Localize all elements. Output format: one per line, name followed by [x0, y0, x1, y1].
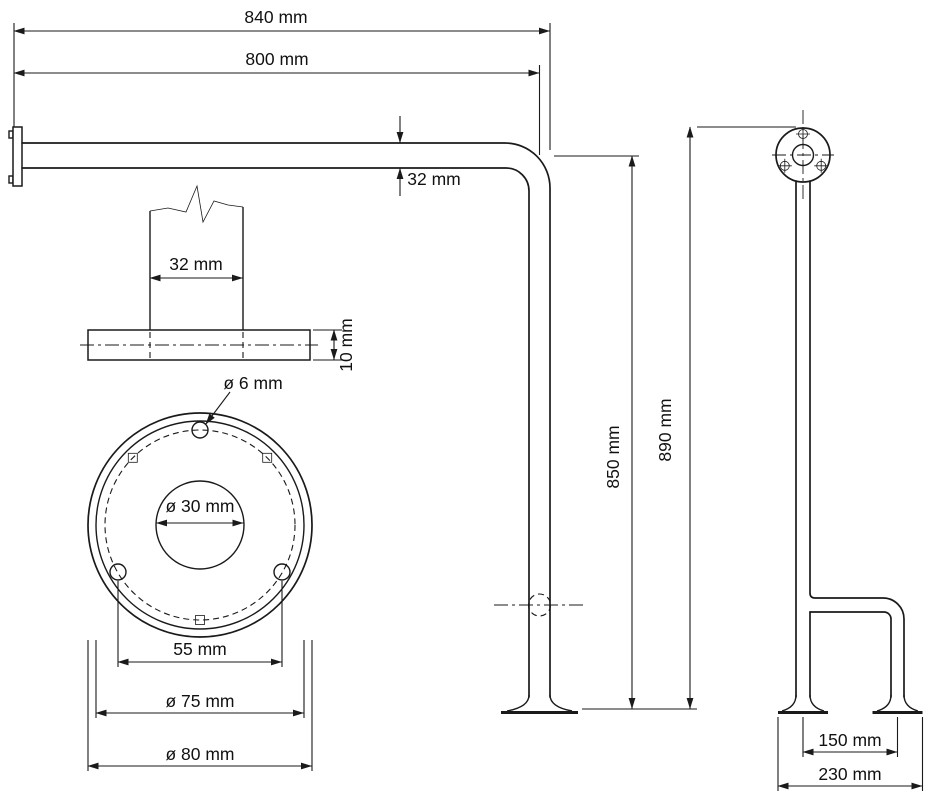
- top-flange-bolt-holes: [777, 127, 829, 173]
- top-dimensions: 840 mm 800 mm: [13, 7, 551, 155]
- ext-lines-75: [95, 640, 305, 718]
- floor-flange-base: [501, 711, 578, 714]
- dim-230-label: 230 mm: [818, 764, 881, 784]
- screw-hole-top: [191, 421, 209, 439]
- screw-hole-left: [109, 563, 127, 581]
- tube-diameter-dimension: 32 mm: [396, 116, 461, 196]
- front-leg-right-and-foot-outer: [809, 180, 905, 698]
- dim-150-label: 150 mm: [818, 730, 881, 750]
- plate-hidden-lines: [149, 332, 244, 358]
- front-view: 150 mm 230 mm: [772, 110, 924, 791]
- dim-75-label: ø 75 mm: [165, 691, 234, 711]
- dim-30-label: ø 30 mm: [165, 496, 234, 516]
- dim-80-label: ø 80 mm: [165, 744, 234, 764]
- ext-lines-230: [777, 717, 924, 791]
- bolt-hole-right-cross: [814, 158, 829, 173]
- break-line: [149, 184, 244, 224]
- ext-lines-55: [117, 581, 283, 667]
- dim-32-stub-label: 32 mm: [169, 254, 222, 274]
- foot-inner-line: [809, 611, 892, 698]
- flange-side-detail: 32 mm 10 mm: [80, 184, 356, 372]
- slot-bottom: [195, 615, 205, 625]
- bolt-hole-top-cross: [796, 127, 810, 141]
- flange-face-view: ø 6 mm ø 30 mm 55 mm ø 75 mm ø 80 mm: [87, 373, 313, 771]
- slot-upper-left: [127, 452, 138, 463]
- bolt-hole-left-cross: [777, 158, 792, 173]
- flange-inner-circle: [95, 420, 305, 630]
- bolt-circle-dashed: [104, 429, 296, 621]
- screw-hole-right: [273, 563, 291, 581]
- floor-flange-flare: [506, 694, 573, 712]
- center-hole-circle: [155, 480, 245, 570]
- tube-inner-outline: [21, 167, 530, 698]
- leader-hole6: [205, 391, 231, 425]
- front-flange-base-right: [872, 711, 923, 714]
- top-flange-tube-circle: [791, 143, 815, 167]
- wall-flange-side: [12, 126, 23, 187]
- dim-800-label: 800 mm: [245, 49, 308, 69]
- flange-outer-circle: [87, 412, 313, 638]
- dim-55-label: 55 mm: [173, 639, 226, 659]
- dim-hole6-label: ø 6 mm: [223, 373, 282, 393]
- tube-outer-outline: [21, 142, 551, 698]
- stub-tube-lines: [149, 207, 244, 330]
- front-flange-base-left: [778, 711, 828, 714]
- ext-lines-80: [87, 640, 313, 771]
- side-view: [8, 126, 585, 714]
- dim-850-label: 850 mm: [603, 425, 623, 488]
- dim-890-label: 890 mm: [655, 398, 675, 461]
- front-flange-flares: [781, 694, 919, 712]
- slot-upper-right: [262, 452, 273, 463]
- dim-32-tube-label: 32 mm: [407, 169, 460, 189]
- dim-840-label: 840 mm: [244, 7, 307, 27]
- dim-10-label: 10 mm: [336, 318, 356, 371]
- height-dimensions: 850 mm 890 mm: [554, 126, 796, 710]
